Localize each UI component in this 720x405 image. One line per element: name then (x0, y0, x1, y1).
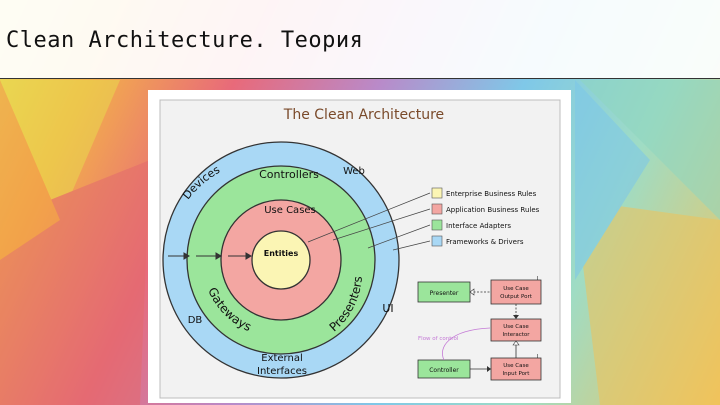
legend-label-adapters: Interface Adapters (446, 222, 511, 230)
output-port-box (490, 279, 542, 305)
input-port-interface-marker: I (537, 354, 538, 360)
output-port-interface-marker: I (537, 276, 538, 282)
slide-title: Clean Architecture. Теория (6, 28, 364, 53)
controller-label: Controller (429, 367, 459, 374)
legend-swatch-adapters (431, 219, 443, 231)
use-cases-label: Use Cases (264, 205, 316, 216)
input-port-label-line1: Use Case (503, 363, 529, 369)
legend-swatch-frameworks (431, 235, 443, 247)
ring-enterprise-business-rules (251, 230, 311, 290)
dependency-arrows (168, 252, 252, 260)
entities-label: Entities (264, 249, 299, 258)
legend-label-application: Application Business Rules (446, 206, 540, 214)
presenter-label: Presenter (430, 290, 459, 297)
output-port-label-line2: Output Port (500, 294, 533, 300)
slide-header: Clean Architecture. Теория (0, 0, 720, 79)
legend-pointer-lines (307, 192, 431, 251)
legend-swatch-application (431, 203, 443, 215)
legend-label-frameworks: Frameworks & Drivers (446, 238, 524, 246)
output-port-label-line1: Use Case (503, 286, 529, 292)
ui-label: UI (382, 302, 393, 315)
web-label: Web (343, 166, 365, 177)
input-port-label-line2: Input Port (503, 371, 531, 377)
clean-architecture-diagram: The Clean Architecture Entities Use Case… (159, 99, 561, 399)
legend: Enterprise Business Rules Application Bu… (307, 187, 540, 251)
flow-of-control-path (442, 327, 491, 361)
flow-diagram: Presenter Use Case Output Port I Use Cas… (417, 276, 542, 381)
clean-architecture-figure: The Clean Architecture Entities Use Case… (148, 90, 571, 403)
legend-swatch-enterprise (431, 187, 443, 199)
db-label: DB (188, 315, 203, 326)
external-interfaces-label-line2: Interfaces (257, 366, 307, 377)
controllers-label: Controllers (259, 168, 319, 181)
interactor-label-line2: Interactor (502, 332, 530, 338)
external-interfaces-label-line1: External (261, 353, 303, 364)
legend-label-enterprise: Enterprise Business Rules (446, 190, 537, 198)
interactor-label-line1: Use Case (503, 324, 529, 330)
diagram-title: The Clean Architecture (283, 107, 444, 123)
flow-arrowheads (469, 288, 520, 372)
flow-of-control-label: Flow of control (418, 336, 459, 342)
